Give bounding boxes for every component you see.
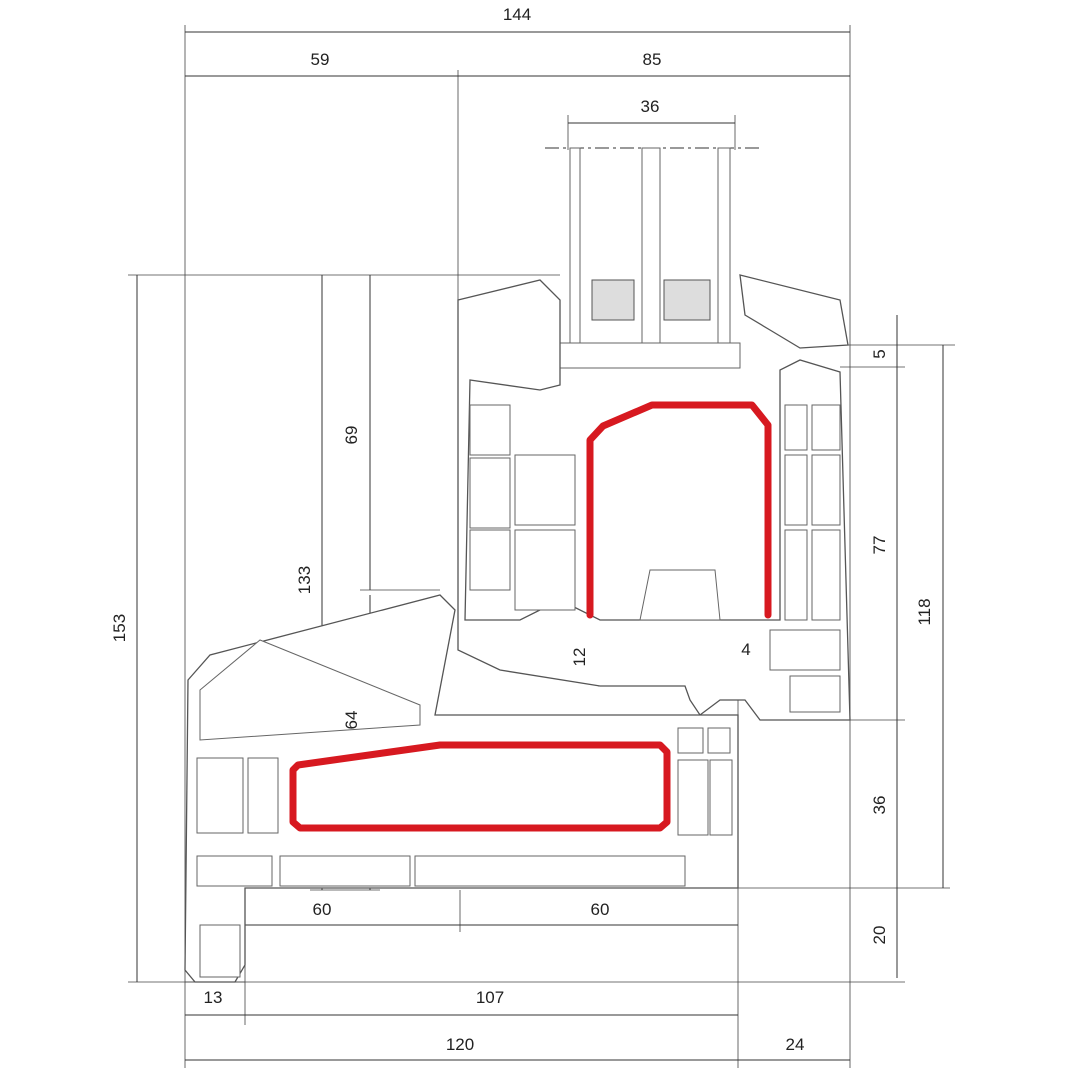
frame-chambers [196,727,733,978]
dim-overall-height: 153 [110,613,129,643]
dim-inner-height: 133 [295,565,314,595]
dim-bottom-right: 60 [590,900,610,919]
sash-reinforcement [586,401,772,619]
frame-profile [184,594,739,983]
sash-chambers [469,404,841,713]
dim-sill-main: 107 [475,988,505,1007]
dim-glazing-width: 36 [640,97,660,116]
frame-reinforcement [289,741,671,832]
sash-profile [457,274,851,721]
dim-left-width: 59 [310,50,330,69]
dim-sash-height: 77 [870,535,889,555]
glazing [559,147,741,369]
dim-base-width: 120 [445,1035,475,1054]
dim-sill-lip: 13 [203,988,223,1007]
dim-frame-height: 36 [870,795,889,815]
dim-overhang: 24 [785,1035,805,1054]
dim-glazing-bead: 5 [870,349,889,359]
dim-sill-height: 20 [870,925,889,945]
dim-overall-width: 144 [502,5,532,24]
dim-lower-height: 64 [342,710,361,730]
dim-upper-height: 69 [342,425,361,445]
dim-right-width: 85 [642,50,662,69]
dim-small-gap: 4 [741,640,751,659]
dim-gap: 12 [570,647,589,667]
dim-right-height: 118 [915,598,934,626]
dim-bottom-left: 60 [312,900,332,919]
